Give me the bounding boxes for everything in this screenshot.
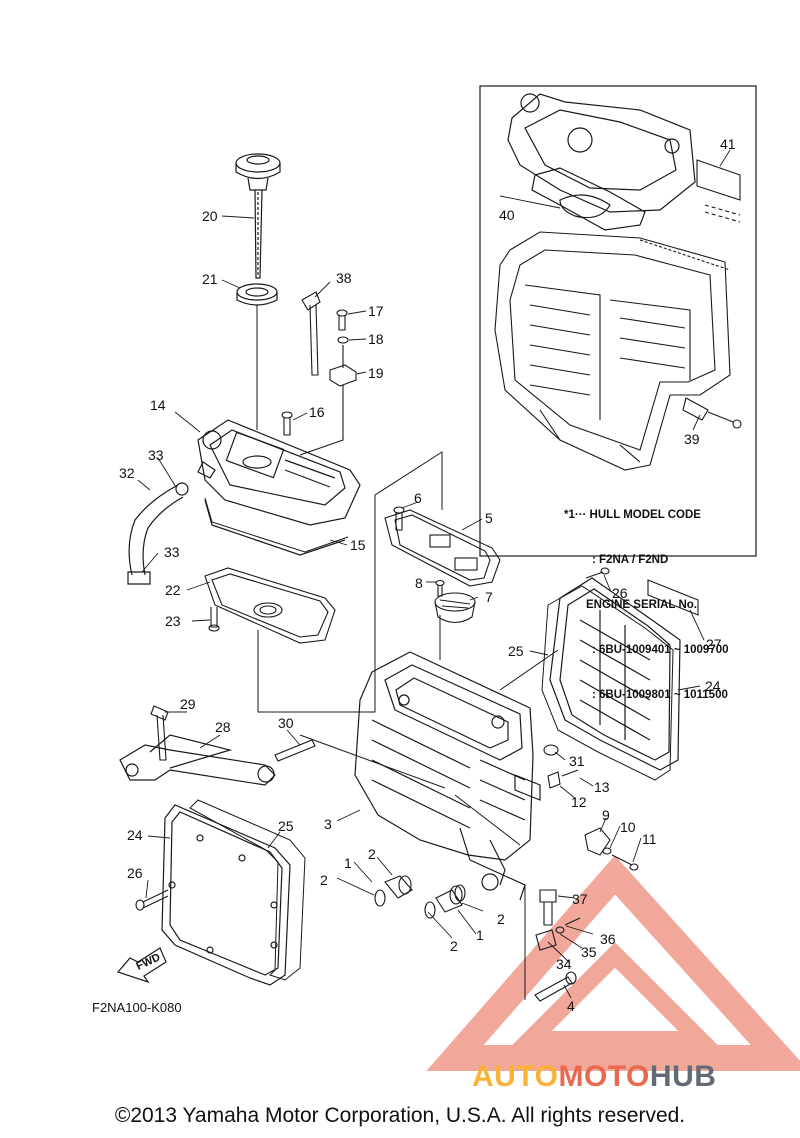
label-leaders [137, 149, 731, 999]
fittings-1-2 [374, 875, 466, 919]
note-line-5: : 6BU-1009801 ~ 1011500 [592, 689, 728, 701]
label-32: 32 [119, 465, 135, 481]
cylinder-block-3 [354, 651, 541, 901]
label-20: 20 [202, 208, 218, 224]
bolt-23 [208, 607, 220, 632]
watermark-logo-mark [426, 855, 800, 1071]
label-3: 3 [324, 816, 332, 832]
bolt-16 [281, 411, 293, 436]
label-22: 22 [165, 582, 181, 598]
gasket-27 [647, 579, 699, 616]
dipstick-20 [235, 153, 281, 279]
label-24b: 24 [127, 827, 143, 843]
label-27: 27 [706, 636, 722, 652]
bolt-26-right [585, 567, 610, 579]
label-2: 2 [368, 846, 376, 862]
note-line-4: : 6BU-1009401 ~ 1009700 [592, 644, 729, 656]
label-26: 26 [612, 585, 628, 601]
bolt-6 [393, 506, 405, 531]
hose-32 [127, 482, 189, 585]
label-2b: 2 [320, 872, 328, 888]
label-1b: 1 [476, 927, 484, 943]
label-34: 34 [556, 956, 572, 972]
band-38 [301, 291, 321, 376]
screw-8-strainer-7 [434, 579, 476, 624]
label-1: 1 [344, 855, 352, 871]
label-5: 5 [485, 510, 493, 526]
label-18: 18 [368, 331, 384, 347]
bolt-26-left [135, 889, 169, 911]
label-10: 10 [620, 819, 636, 835]
label-23: 23 [165, 613, 181, 629]
label-30: 30 [278, 715, 294, 731]
part-code: F2NA100-K080 [92, 1000, 182, 1015]
label-17: 17 [368, 303, 384, 319]
label-41: 41 [720, 136, 736, 152]
stud-30 [274, 739, 316, 762]
gasket-25-left [189, 799, 306, 981]
small-parts [543, 744, 639, 871]
label-4: 4 [567, 998, 575, 1014]
hull-model-note: *1··· HULL MODEL CODE : F2NA / F2ND ENGI… [564, 478, 729, 733]
label-29: 29 [180, 696, 196, 712]
note-line-2: : F2NA / F2ND [592, 554, 669, 566]
brand-part-auto: AUTO [472, 1060, 559, 1093]
label-14: 14 [150, 397, 166, 413]
label-9: 9 [602, 807, 610, 823]
copyright-notice: ©2013 Yamaha Motor Corporation, U.S.A. A… [114, 1104, 686, 1127]
label-12: 12 [571, 794, 587, 810]
label-7: 7 [485, 589, 493, 605]
label-13: 13 [594, 779, 610, 795]
label-25b: 25 [278, 818, 294, 834]
inset-gasket-41 [696, 159, 741, 223]
label-39: 39 [684, 431, 700, 447]
inset-cylinder-head [507, 93, 696, 231]
label-8: 8 [415, 575, 423, 591]
gasket-5 [384, 509, 501, 587]
bolt-17-washer-18-clamp-19 [299, 309, 357, 456]
bolt-29 [150, 705, 169, 761]
side-cover-24-right [549, 577, 681, 771]
label-2d: 2 [450, 938, 458, 954]
label-40: 40 [499, 207, 515, 223]
label-35: 35 [581, 944, 597, 960]
label-2c: 2 [497, 911, 505, 927]
note-line-1: *1··· HULL MODEL CODE [564, 509, 701, 521]
label-31: 31 [569, 753, 585, 769]
label-19: 19 [368, 365, 384, 381]
label-37: 37 [572, 891, 588, 907]
brand-part-moto: MOTO [558, 1060, 650, 1093]
label-36: 36 [600, 931, 616, 947]
gasket-25-right [541, 585, 674, 781]
inset-box [479, 85, 757, 557]
label-38: 38 [336, 270, 352, 286]
bracket-28 [119, 734, 276, 786]
gasket-15 [204, 497, 349, 553]
leader-lines [257, 451, 559, 1000]
label-24: 24 [705, 678, 721, 694]
bolt-4-and-fittings [534, 889, 581, 1002]
brand-part-hub: HUB [649, 1060, 717, 1093]
label-6: 6 [414, 490, 422, 506]
watermark-brand: AUTOMOTOHUB [472, 1060, 716, 1094]
fwd-arrow-icon [116, 947, 167, 984]
label-16: 16 [309, 404, 325, 420]
plate-22 [204, 567, 336, 644]
label-11: 11 [642, 831, 657, 847]
inset-cylinder-block [494, 231, 742, 471]
label-15: 15 [350, 537, 366, 553]
label-21: 21 [202, 271, 218, 287]
seal-21 [236, 283, 278, 306]
label-33b: 33 [164, 544, 180, 560]
label-26b: 26 [127, 865, 143, 881]
cylinder-head-cover-14 [197, 419, 361, 556]
note-line-3: ENGINE SERIAL No. [586, 599, 697, 611]
label-33: 33 [148, 447, 164, 463]
label-28: 28 [215, 719, 231, 735]
label-25: 25 [508, 643, 524, 659]
